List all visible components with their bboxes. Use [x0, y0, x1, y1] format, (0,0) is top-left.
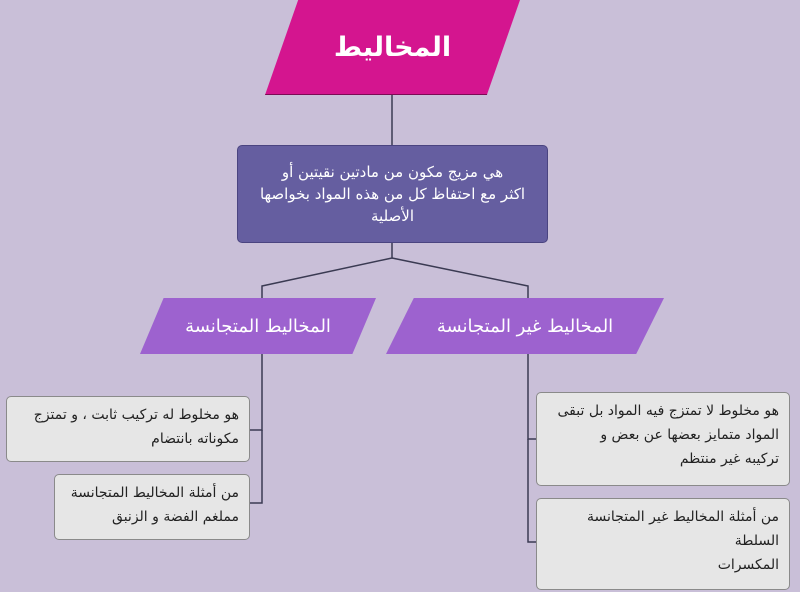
heterogeneous-category-shape: المخاليط غير المتجانسة: [386, 298, 664, 354]
homogeneous-category-shape: المخاليط المتجانسة: [140, 298, 376, 354]
homogeneous-to-examples-line: [250, 430, 263, 504]
definition-to-homogeneous-line: [261, 243, 393, 304]
diagram-title: المخاليط: [333, 31, 452, 63]
heterogeneous-description-line: تركيبه غير منتظم: [679, 451, 779, 467]
heterogeneous-description-line: المواد متمايز بعضها عن بعض و: [600, 427, 779, 443]
homogeneous-label: المخاليط المتجانسة: [185, 315, 331, 337]
homogeneous-examples-line: من أمثلة المخاليط المتجانسة: [70, 485, 239, 501]
homogeneous-examples-line: مملغم الفضة و الزنبق: [112, 509, 239, 525]
definition-to-heterogeneous-line: [391, 257, 529, 304]
homogeneous-to-description-line: [250, 354, 263, 431]
homogeneous-description-line: هو مخلوط له تركيب ثابت ، و تمتزج: [33, 407, 239, 423]
homogeneous-description-line: مكوناته بانتضام: [151, 431, 239, 447]
heterogeneous-examples-line: المكسرات: [717, 557, 779, 573]
heterogeneous-to-description-line: [527, 354, 536, 440]
heterogeneous-label: المخاليط غير المتجانسة: [436, 315, 614, 337]
definition-box: هي مزيج مكون من مادتين نقيتين أو اكثر مع…: [237, 145, 548, 243]
heterogeneous-examples-line: من أمثلة المخاليط غير المتجانسة: [587, 509, 779, 525]
heterogeneous-examples-line: السلطة: [734, 533, 779, 549]
heterogeneous-description-line: هو مخلوط لا تمتزج فيه المواد بل تبقى: [557, 403, 779, 419]
heterogeneous-to-examples-line: [527, 439, 536, 543]
homogeneous-examples-box: من أمثلة المخاليط المتجانسة مملغم الفضة …: [54, 474, 250, 540]
heterogeneous-description-box: هو مخلوط لا تمتزج فيه المواد بل تبقى الم…: [536, 392, 790, 486]
heterogeneous-examples-box: من أمثلة المخاليط غير المتجانسة السلطة ا…: [536, 498, 790, 590]
homogeneous-description-box: هو مخلوط له تركيب ثابت ، و تمتزج مكوناته…: [6, 396, 250, 462]
definition-line: هي مزيج مكون من مادتين نقيتين أو: [281, 163, 504, 181]
title-shape: المخاليط: [265, 0, 520, 95]
definition-line: الأصلية: [371, 207, 414, 225]
definition-line: اكثر مع احتفاظ كل من هذه المواد بخواصها: [259, 185, 526, 203]
